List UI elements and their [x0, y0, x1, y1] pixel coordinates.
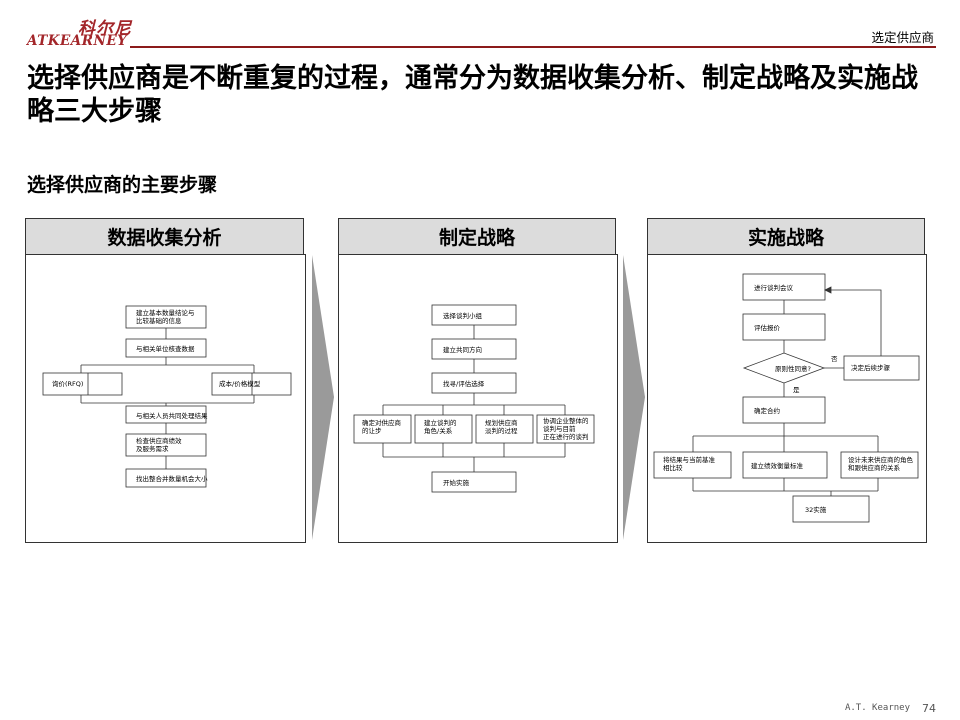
flowchart-data-collection: 建立基本数量结论与比较基础的信息 与相关单位核查数据 询价(RFQ) 成本/价格…	[42, 305, 292, 488]
step-box	[742, 451, 828, 479]
step-text-line: 比较基础的信息	[136, 316, 182, 325]
step-text-line: 协调企业整体的	[543, 416, 589, 425]
step-text-line: 谈判与目前	[543, 424, 576, 433]
step-text-line: 和跟供应商的关系	[848, 463, 901, 472]
step-box	[353, 414, 412, 444]
step-text-line: 及服务需求	[136, 444, 169, 453]
step-box	[742, 273, 826, 301]
flowchart-strategy: 选择谈判小组 建立共同方向 找寻/评估选择 确定对供应商的让步 建立谈判的角色/…	[353, 304, 595, 493]
logo-chinese: 科尔尼	[78, 19, 132, 39]
step-box	[536, 414, 595, 444]
step-text: 决定后续步骤	[851, 363, 891, 372]
step-text: 评估报价	[754, 323, 781, 332]
step-text: 找寻/评估选择	[443, 379, 485, 388]
step-box	[843, 355, 920, 381]
logo-english: ATKEARNEY	[27, 33, 128, 49]
step-text: 成本/价格模型	[219, 379, 261, 388]
step-text: 32实施	[805, 505, 827, 514]
section-subtitle: 选择供应商的主要步骤	[27, 174, 218, 196]
step-text: 确定合约	[754, 406, 780, 415]
panel-header-strategy: 制定战略	[338, 218, 616, 255]
step-text: 检查供应商绩效及服务需求	[136, 436, 182, 453]
step-text: 确定对供应商的让步	[362, 418, 402, 435]
step-text: 协调企业整体的谈判与目前正在进行的谈判	[543, 416, 589, 441]
step-text: 设计未来供应商的角色和跟供应商的关系	[848, 455, 914, 472]
step-box	[431, 471, 517, 493]
step-text: 规划供应商淡判的过程	[485, 418, 518, 435]
step-text: 选择谈判小组	[443, 311, 483, 320]
step-text-line: 将结果与当前基准	[663, 455, 716, 464]
step-text-line: 确定对供应商	[362, 418, 402, 427]
panel-header-implementation: 实施战略	[647, 218, 925, 255]
step-box	[742, 396, 826, 424]
step-text-line: 规划供应商	[485, 418, 518, 427]
step-text-line: 角色/关系	[424, 426, 453, 435]
step-box	[475, 414, 534, 444]
step-box	[742, 313, 826, 341]
panel-strategy: 选择谈判小组 建立共同方向 找寻/评估选择 确定对供应商的让步 建立谈判的角色/…	[338, 254, 618, 543]
step-text: 进行谈判会议	[754, 283, 794, 292]
page-title: 选择供应商是不断重复的过程，通常分为数据收集分析、制定战略及实施战略三大步骤	[27, 63, 918, 127]
step-text-line: 相比较	[663, 463, 683, 472]
step-text: 与相关单位核查数据	[136, 344, 195, 353]
no-label: 否	[831, 355, 838, 363]
step-box	[414, 414, 473, 444]
panel-header-data-collection: 数据收集分析	[25, 218, 304, 255]
step-text-line: 检查供应商绩效	[136, 436, 182, 445]
panel-data-collection: 建立基本数量结论与比较基础的信息 与相关单位核查数据 询价(RFQ) 成本/价格…	[25, 254, 306, 543]
step-text-line: 建立基本数量结论与	[136, 308, 195, 317]
flowchart-implementation: 进行谈判会议 评估报价 原则性同意? 否 决定后续步骤 是 确定合约 将结果与当…	[653, 273, 920, 523]
step-text: 建立共同方向	[443, 345, 482, 354]
panel-implementation: 进行谈判会议 评估报价 原则性同意? 否 决定后续步骤 是 确定合约 将结果与当…	[647, 254, 927, 543]
step-text-line: 建立谈判的	[424, 418, 457, 427]
header-divider	[130, 46, 936, 48]
step-box	[653, 451, 732, 479]
step-text-line: 的让步	[362, 426, 382, 435]
step-text-line: 淡判的过程	[485, 426, 518, 435]
step-text: 建立谈判的角色/关系	[424, 418, 457, 435]
step-text: 开始实施	[443, 478, 470, 487]
section-label: 选定供应商	[871, 30, 934, 45]
step-text-line: 设计未来供应商的角色	[848, 455, 914, 464]
step-box	[840, 451, 919, 479]
chevron-right-icon	[312, 255, 334, 540]
step-text: 建立绩效衡量标准	[751, 461, 804, 470]
decision-text: 原则性同意?	[775, 364, 811, 373]
step-text: 建立基本数量结论与比较基础的信息	[136, 308, 195, 325]
footer-firm: A.T. Kearney	[844, 703, 910, 713]
step-box	[125, 468, 207, 488]
step-text-line: 正在进行的谈判	[543, 432, 589, 441]
yes-label: 是	[793, 386, 800, 394]
step-box	[211, 372, 292, 396]
chevron-right-icon	[623, 255, 645, 540]
step-text: 与相关人员共同处理结果	[136, 411, 208, 420]
step-text: 询价(RFQ)	[52, 379, 83, 388]
arrowhead-icon	[824, 286, 832, 294]
step-text: 将结果与当前基准相比较	[663, 455, 716, 472]
step-text: 找出整合并数量机会大小	[136, 474, 208, 483]
feedback-loop	[825, 289, 882, 356]
page-number: 74	[922, 702, 936, 715]
step-box	[792, 495, 870, 523]
step-box	[42, 372, 123, 396]
